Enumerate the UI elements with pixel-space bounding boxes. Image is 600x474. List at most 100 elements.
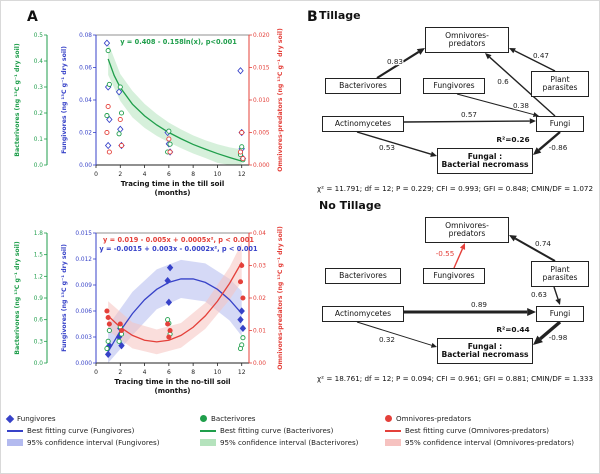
path-coefficient: 0.6 <box>497 77 509 86</box>
data-point <box>104 141 112 150</box>
diagram-node-fungal-bacterial-necromass: Fungal :Bacterial necromass <box>437 148 533 174</box>
legend-item: Fungivores <box>5 414 200 423</box>
svg-text:y = 0.408 - 0.158ln(x), p<0.00: y = 0.408 - 0.158ln(x), p<0.001 <box>120 38 237 46</box>
data-point <box>165 298 173 307</box>
data-point <box>118 327 125 334</box>
data-point <box>240 295 246 301</box>
data-point <box>103 39 111 47</box>
diagram-node-omnivores-predators: Omnivores-predators <box>425 217 509 243</box>
data-point <box>237 315 244 324</box>
r-squared-label: R²=0.26 <box>496 135 529 144</box>
legend-swatch-line <box>385 429 401 432</box>
legend-swatch-band <box>7 439 23 446</box>
data-point <box>166 334 172 340</box>
svg-text:Omnivores-predators (ng ¹³C g⁻: Omnivores-predators (ng ¹³C g⁻¹ dry soil… <box>277 226 284 370</box>
data-point <box>237 149 244 155</box>
path-coefficient: 0.38 <box>513 101 529 110</box>
data-point <box>104 129 110 136</box>
data-point <box>237 346 244 352</box>
data-point <box>166 128 172 134</box>
path-coefficient: 0.74 <box>535 239 551 248</box>
path-arrow <box>514 50 556 72</box>
path-arrow <box>538 131 561 151</box>
data-point <box>165 321 171 327</box>
svg-text:10: 10 <box>214 369 222 376</box>
data-point <box>239 324 247 333</box>
svg-text:0.04: 0.04 <box>79 98 92 104</box>
data-point <box>104 113 110 119</box>
svg-text:0.015: 0.015 <box>75 231 92 237</box>
data-point <box>165 317 171 323</box>
data-point <box>106 115 113 124</box>
fit-curve <box>107 261 243 343</box>
svg-text:0.005: 0.005 <box>253 131 270 137</box>
svg-text:2: 2 <box>118 369 122 376</box>
legend-label: Best fitting curve (Fungivores) <box>27 426 135 435</box>
legend-label: Best fitting curve (Omnivores-predators) <box>405 426 549 435</box>
diagram-node-bacterivores: Bacterivores <box>325 268 401 284</box>
svg-text:0.03: 0.03 <box>253 264 266 270</box>
diagram-node-bacterivores: Bacterivores <box>325 78 401 94</box>
confidence-band <box>108 259 242 363</box>
svg-text:Bacterivores (ng ¹³C g⁻¹ dry s: Bacterivores (ng ¹³C g⁻¹ dry soil) <box>14 241 21 355</box>
svg-text:6: 6 <box>167 171 171 178</box>
diagram-stats-no-tillage: χ² = 18.761; df = 12; P = 0.094; CFI = 0… <box>317 374 594 383</box>
path-arrow <box>453 248 464 269</box>
arrowhead <box>527 308 536 316</box>
arrowhead <box>509 48 516 54</box>
svg-text:1.2: 1.2 <box>34 274 44 280</box>
svg-text:0.020: 0.020 <box>253 33 270 39</box>
svg-text:0.000: 0.000 <box>75 361 92 367</box>
r-squared-label: R²=0.44 <box>496 325 529 334</box>
svg-text:0.3: 0.3 <box>34 339 44 345</box>
legend-label: 95% confidence interval (Bacterivores) <box>220 438 359 447</box>
diagram-stats-tillage: χ² = 11.791; df = 12; P = 0.229; CFI = 0… <box>317 184 594 193</box>
svg-text:8: 8 <box>191 369 195 376</box>
svg-text:Fungivores (ng ¹³C g⁻¹ dry soi: Fungivores (ng ¹³C g⁻¹ dry soil) <box>61 244 68 352</box>
data-point <box>106 327 112 334</box>
data-point <box>106 149 112 155</box>
svg-text:10: 10 <box>214 171 222 178</box>
data-point <box>167 141 173 147</box>
arrowhead <box>532 112 539 117</box>
svg-text:12: 12 <box>238 369 246 376</box>
diagram-node-omnivores-predators: Omnivores-predators <box>425 27 509 53</box>
diagram-title-tillage: Tillage <box>319 9 361 22</box>
data-point <box>104 350 112 359</box>
svg-text:0.1: 0.1 <box>34 137 44 143</box>
data-point <box>105 314 111 321</box>
path-arrow <box>456 93 534 116</box>
data-point <box>118 341 125 350</box>
diagram-title-no-tillage: No Tillage <box>319 199 382 212</box>
svg-text:0.012: 0.012 <box>75 257 92 263</box>
data-point <box>115 88 123 96</box>
svg-text:Fungivores (ng ¹³C g⁻¹ dry soi: Fungivores (ng ¹³C g⁻¹ dry soil) <box>61 46 68 154</box>
arrowhead <box>430 151 437 157</box>
legend-item: Best fitting curve (Bacterivores) <box>200 426 385 435</box>
legend-item: Omnivores-predators <box>385 414 597 423</box>
legend-label: Fungivores <box>17 414 56 423</box>
path-arrow <box>489 56 556 117</box>
svg-text:0.2: 0.2 <box>34 111 44 117</box>
legend-swatch-line <box>7 429 23 432</box>
path-coefficient: -0.98 <box>549 333 568 342</box>
legend-item: 95% confidence interval (Omnivores-preda… <box>385 438 597 447</box>
data-point <box>117 321 123 327</box>
path-coefficient: 0.83 <box>387 57 403 66</box>
svg-text:0.003: 0.003 <box>75 335 92 341</box>
legend-swatch-circle <box>385 415 392 422</box>
svg-text:Bacterivores (ng ¹³C g⁻¹ dry s: Bacterivores (ng ¹³C g⁻¹ dry soil) <box>14 43 21 157</box>
